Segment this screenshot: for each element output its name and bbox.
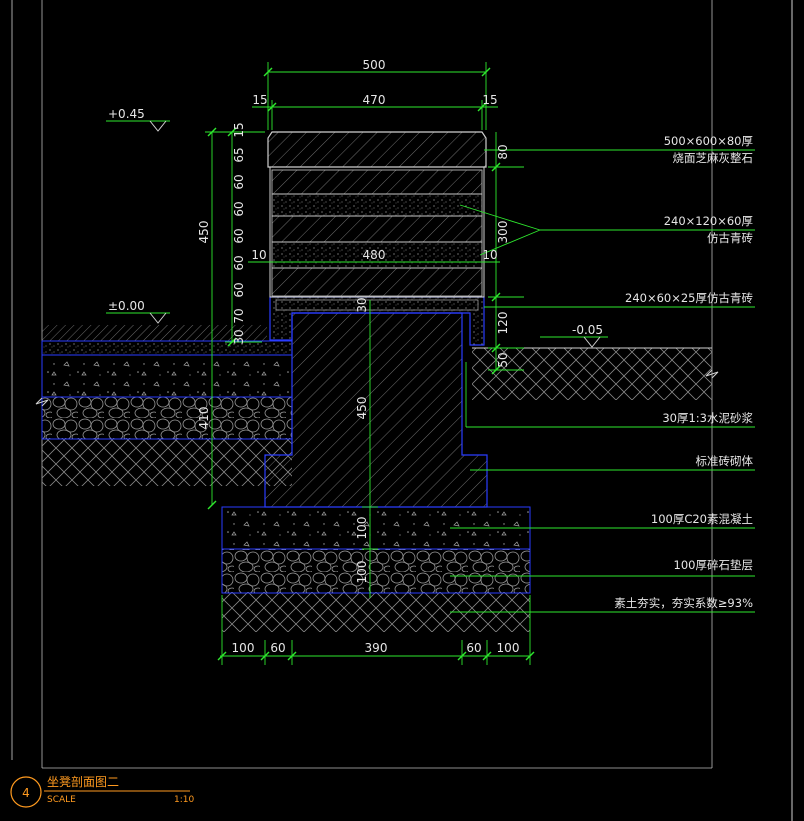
dim-layer-3: 60 — [232, 174, 246, 189]
elevation-markers — [149, 120, 601, 348]
drawing-title: 坐凳剖面图二 — [47, 774, 119, 789]
dim-layer-2: 65 — [232, 147, 246, 162]
dim-right-lower: 120 — [496, 312, 510, 335]
callout-5: 标准砖砌体 — [696, 454, 754, 468]
callout-leaders — [450, 149, 755, 613]
dim-right-cap: 80 — [496, 144, 510, 159]
callout-7: 100厚碎石垫层 — [674, 558, 753, 572]
dim-right-courses: 300 — [496, 221, 510, 244]
dim-center-a: 30 — [355, 297, 369, 312]
callout-labels: 500×600×80厚 烧面芝麻灰整石 240×120×60厚 仿古青砖 240… — [614, 134, 753, 610]
dim-layer-9: 30 — [232, 329, 246, 344]
dim-layer-4: 60 — [232, 201, 246, 216]
callout-2-line1: 240×120×60厚 — [664, 214, 753, 228]
title-block: 4 坐凳剖面图二 SCALE 1:10 — [10, 774, 194, 808]
scale-value: 1:10 — [174, 795, 194, 805]
scale-label: SCALE — [47, 795, 76, 805]
callout-6: 100厚C20素混凝土 — [651, 512, 753, 526]
stone-seat-top — [267, 131, 487, 168]
callout-2-line2: 仿古青砖 — [707, 231, 753, 245]
elevation-top: +0.45 — [108, 107, 145, 121]
callout-1-line1: 500×600×80厚 — [664, 134, 753, 148]
dim-layer-7: 60 — [232, 282, 246, 297]
dim-layer-8: 70 — [232, 308, 246, 323]
dim-center-conc: 100 — [355, 517, 369, 540]
elevation-texts: +0.45 ±0.00 -0.05 — [108, 107, 603, 337]
dim-bottom-5: 100 — [497, 641, 520, 655]
dim-course-left: 10 — [251, 248, 266, 262]
detail-circle-icon — [10, 776, 42, 808]
compacted-soil — [42, 347, 712, 632]
dimension-texts: 500 15 470 15 480 10 10 450 15 65 60 60 … — [197, 58, 519, 655]
detail-number: 4 — [22, 786, 30, 800]
dim-right-edge: 15 — [482, 93, 497, 107]
dim-layer-1: 15 — [232, 122, 246, 137]
brick-courses — [269, 166, 485, 298]
dim-center-core: 450 — [355, 397, 369, 420]
dim-overall: 500 — [363, 58, 386, 72]
break-symbols — [35, 369, 719, 407]
dim-center-gravel: 100 — [355, 561, 369, 584]
dim-course-right: 10 — [482, 248, 497, 262]
dim-left-edge: 15 — [252, 93, 267, 107]
dim-layer-6: 60 — [232, 255, 246, 270]
elevation-low: -0.05 — [572, 323, 603, 337]
dim-left-total: 450 — [197, 221, 211, 244]
dim-bottom-2: 60 — [270, 641, 285, 655]
dim-course-width: 480 — [363, 248, 386, 262]
callout-4: 30厚1:3水泥砂浆 — [662, 411, 753, 425]
callout-3: 240×60×25厚仿古青砖 — [625, 291, 753, 305]
dim-left-wall: 410 — [197, 407, 211, 430]
callout-8: 素土夯实，夯实系数≥93% — [614, 596, 753, 610]
elevation-ground: ±0.00 — [108, 299, 145, 313]
dim-bottom-3: 390 — [365, 641, 388, 655]
edge-brick-layer — [269, 296, 485, 346]
dimension-ticks — [207, 67, 535, 661]
dim-bottom-1: 100 — [232, 641, 255, 655]
dim-layer-5: 60 — [232, 228, 246, 243]
callout-1-line2: 烧面芝麻灰整石 — [673, 151, 754, 165]
brick-masonry-core — [264, 312, 488, 508]
dim-bottom-4: 60 — [466, 641, 481, 655]
dim-inner: 470 — [363, 93, 386, 107]
foundation-layers — [221, 506, 531, 594]
dimension-lines — [106, 62, 608, 665]
dim-right-base: 50 — [496, 352, 510, 367]
